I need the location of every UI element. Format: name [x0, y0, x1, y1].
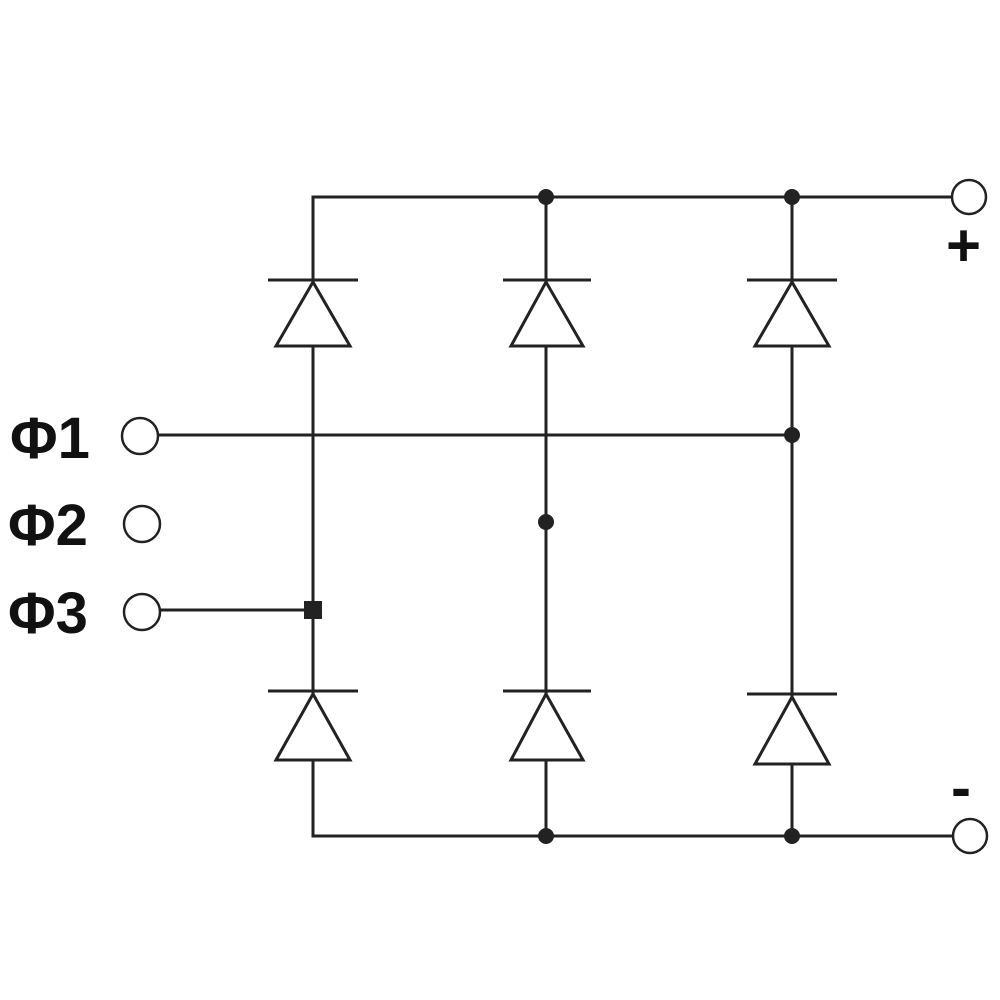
negative-terminal — [951, 817, 989, 855]
phase3-terminal — [122, 592, 162, 632]
phase2-label: Φ2 — [8, 493, 88, 558]
diode-upper-middle — [503, 278, 591, 348]
junction-node — [538, 514, 554, 530]
diode-lower-right — [747, 692, 837, 766]
phase3-label: Φ3 — [8, 581, 88, 646]
diode-upper-left — [268, 278, 358, 348]
positive-label: + — [946, 212, 981, 279]
junction-node — [784, 427, 800, 443]
phase1-label: Φ1 — [10, 406, 90, 471]
diode-lower-left — [268, 689, 358, 762]
junction-node — [538, 189, 554, 205]
junction-node — [784, 828, 800, 844]
junction-node — [304, 601, 322, 619]
diode-lower-middle — [503, 689, 591, 762]
phase2-terminal — [122, 504, 162, 544]
negative-label: - — [951, 754, 971, 821]
junction-node — [538, 828, 554, 844]
phase1-terminal — [120, 416, 160, 456]
positive-terminal — [950, 178, 988, 216]
diode-upper-right — [747, 278, 837, 348]
junction-node — [784, 189, 800, 205]
